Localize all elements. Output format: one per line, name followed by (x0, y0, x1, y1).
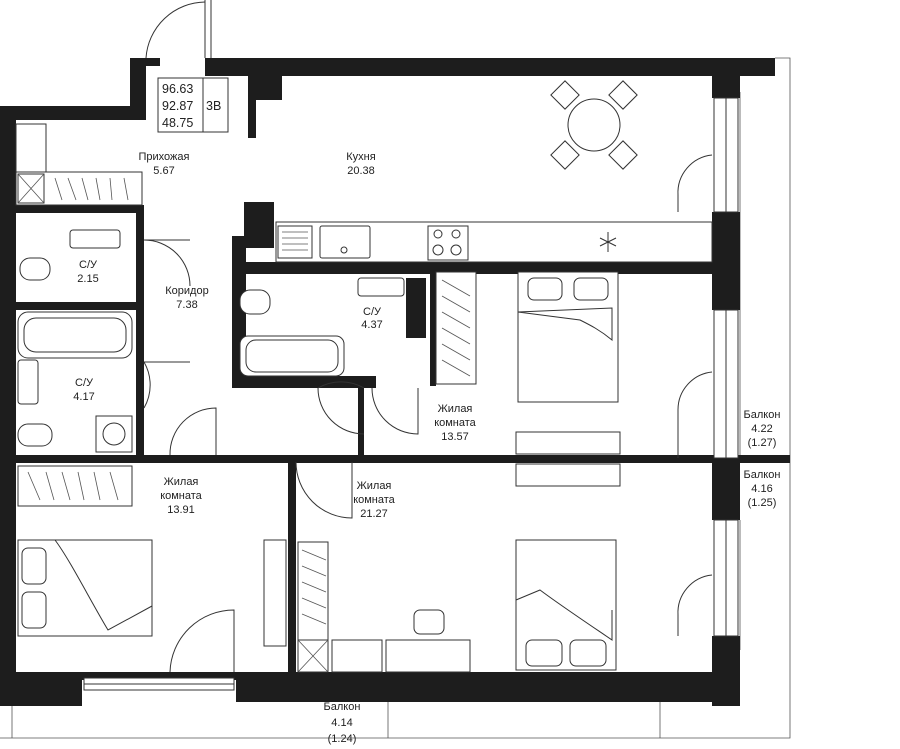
corridor-name: Коридор (165, 285, 208, 297)
living-area-coef: 92.87 (162, 99, 193, 113)
bath-small-area: 2.15 (77, 273, 98, 285)
living-area: 48.75 (162, 116, 193, 130)
balcony-1-area: 4.22 (751, 423, 772, 435)
living-1-name-line2: комната (434, 417, 476, 429)
living-3-area: 21.27 (360, 508, 388, 520)
living-3-name-line2: комната (353, 494, 395, 506)
balcony-1-name: Балкон (744, 409, 781, 421)
bathroom-fixtures (17, 229, 405, 453)
bath-left-area: 4.17 (73, 391, 94, 403)
balcony-2-area: 4.16 (751, 483, 772, 495)
walls (0, 58, 790, 706)
bedroom-furniture (17, 271, 621, 673)
bath-left-name: С/У (75, 377, 94, 389)
kitchen-area: 20.38 (347, 165, 375, 177)
living-3-name-line1: Жилая (357, 480, 392, 492)
windows (83, 97, 739, 691)
doors (143, 0, 713, 673)
bath-center-area: 4.37 (361, 319, 382, 331)
balcony-labels: Балкон 4.22 (1.27) Балкон 4.16 (1.25) Ба… (324, 409, 781, 745)
balcony-3-name: Балкон (324, 701, 361, 713)
balcony-outlines (0, 57, 791, 739)
balcony-2-coef: (1.25) (748, 497, 777, 509)
balcony-2-name: Балкон (744, 469, 781, 481)
living-2-area: 13.91 (167, 504, 195, 516)
hallway-area: 5.67 (153, 165, 174, 177)
balcony-3-coef: (1.24) (328, 733, 357, 745)
living-2-name-line2: комната (160, 490, 202, 502)
bath-small-name: С/У (79, 259, 98, 271)
room-labels: Прихожая 5.67 Кухня 20.38 С/У 2.15 Корид… (73, 151, 476, 520)
living-1-name-line1: Жилая (438, 403, 473, 415)
total-area: 96.63 (162, 82, 193, 96)
kitchen-name: Кухня (346, 151, 375, 163)
bath-center-name: С/У (363, 306, 382, 318)
hallway-name: Прихожая (139, 151, 190, 163)
balcony-3-area: 4.14 (331, 717, 352, 729)
living-2-name-line1: Жилая (164, 476, 199, 488)
balcony-1-coef: (1.27) (748, 437, 777, 449)
hallway-wardrobe (15, 123, 143, 206)
area-summary-box: 96.63 92.87 48.75 3В (157, 77, 229, 133)
corridor-area: 7.38 (176, 299, 197, 311)
rooms-code: 3В (206, 99, 221, 113)
living-1-area: 13.57 (441, 431, 469, 443)
kitchen-furniture (275, 80, 713, 263)
